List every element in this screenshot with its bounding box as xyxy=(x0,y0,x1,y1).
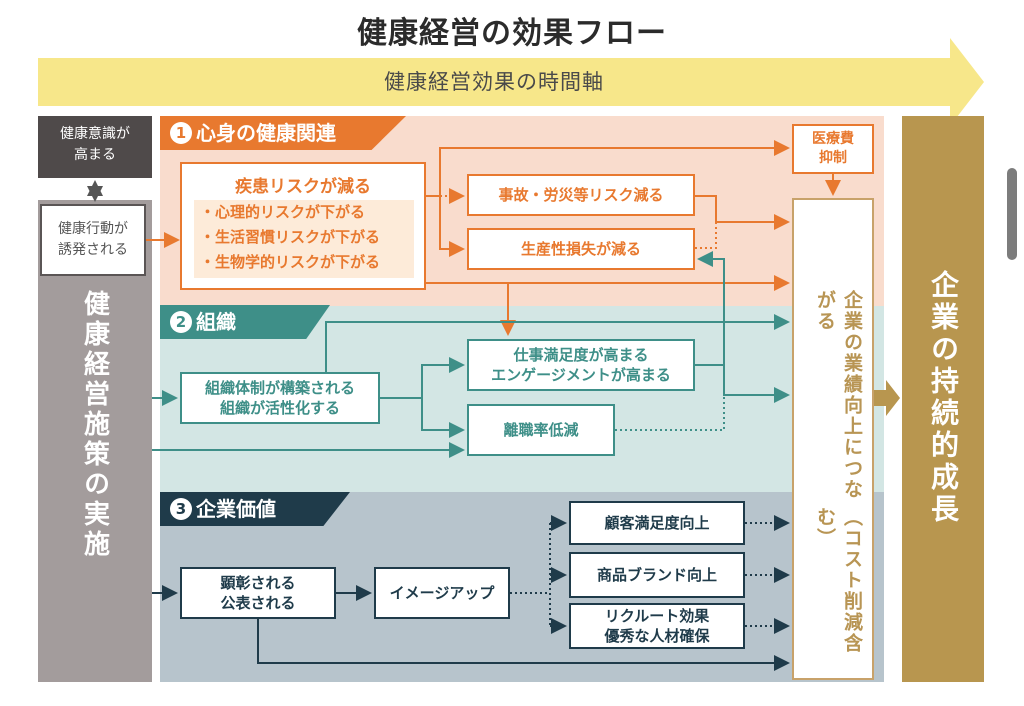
brand-box: 商品ブランド向上 xyxy=(569,552,745,598)
measures-label: 健康経営施策の実施 xyxy=(79,290,110,560)
timeline-arrow-body xyxy=(38,58,950,106)
performance-sub: （コスト削減含む） xyxy=(814,507,863,655)
scrollbar[interactable] xyxy=(1007,168,1017,260)
connector-org-performance xyxy=(325,314,790,372)
disease-risk-title: 疾患リスクが減る xyxy=(235,177,371,197)
connector-productivity-dotted xyxy=(695,222,717,249)
growth-column xyxy=(902,116,984,682)
recognition-box: 顕彰される 公表される xyxy=(180,567,336,619)
connector-turnover-dotted xyxy=(615,395,725,431)
org-structure-box: 組織体制が構築される 組織が活性化する xyxy=(180,372,380,424)
customer-satisfaction-box: 顧客満足度向上 xyxy=(569,501,745,545)
performance-label: 企業の業績向上につながる （コスト削減含む） xyxy=(800,290,866,670)
connector-praise-performance xyxy=(257,619,790,671)
diagram-title: 健康経営の効果フロー xyxy=(357,16,667,51)
connector-satisfaction-performance xyxy=(695,364,790,403)
section-title: 企業価値 xyxy=(196,497,276,521)
job-satisfaction-box: 仕事満足度が高まる エンゲージメントが高まる xyxy=(467,339,695,391)
connector-org-turnover xyxy=(421,398,465,438)
performance-main: 企業の業績向上につながる xyxy=(814,290,863,500)
medical-cost-box: 医療費 抑制 xyxy=(792,124,874,174)
connector-performance-growth xyxy=(874,380,900,416)
measures-column xyxy=(38,200,152,682)
productivity-loss-box: 生産性損失が減る xyxy=(467,228,695,270)
recruit-box: リクルート効果 優秀な人材確保 xyxy=(569,603,745,649)
section-title: 組織 xyxy=(196,310,236,334)
disease-risk-item: ・心理的リスクが下がる xyxy=(200,203,366,221)
accident-risk-box: 事故・労災等リスク減る xyxy=(467,174,695,216)
section-title: 心身の健康関連 xyxy=(196,121,336,145)
connector-accident-performance xyxy=(695,195,790,230)
performance-box xyxy=(792,198,874,680)
turnover-box: 離職率低減 xyxy=(467,404,615,456)
behavior-box: 健康行動が 誘発される xyxy=(40,204,146,276)
growth-label: 企業の持続的成長 xyxy=(927,270,960,526)
connector-disease-medical xyxy=(426,140,790,197)
section-number-badge: 2 xyxy=(170,311,192,333)
disease-risk-item: ・生活習慣リスクが下がる xyxy=(200,228,381,246)
section-number-badge: 3 xyxy=(170,498,192,520)
section-number-badge: 1 xyxy=(170,122,192,144)
disease-risk-list: ・心理的リスクが下がる ・生活習慣リスクが下がる ・生物学的リスクが下がる xyxy=(194,200,414,278)
timeline-label: 健康経営効果の時間軸 xyxy=(384,70,604,94)
awareness-box: 健康意識が 高まる xyxy=(38,116,152,178)
connector-org-satisfaction xyxy=(380,357,465,399)
disease-risk-item: ・生物学的リスクが下がる xyxy=(200,253,381,271)
connector-satisfaction-productivity xyxy=(697,251,725,365)
connector-disease-productivity xyxy=(439,196,465,257)
connector-image-branches xyxy=(510,523,551,626)
image-up-box: イメージアップ xyxy=(374,567,510,619)
timeline-arrow-head xyxy=(950,38,984,126)
